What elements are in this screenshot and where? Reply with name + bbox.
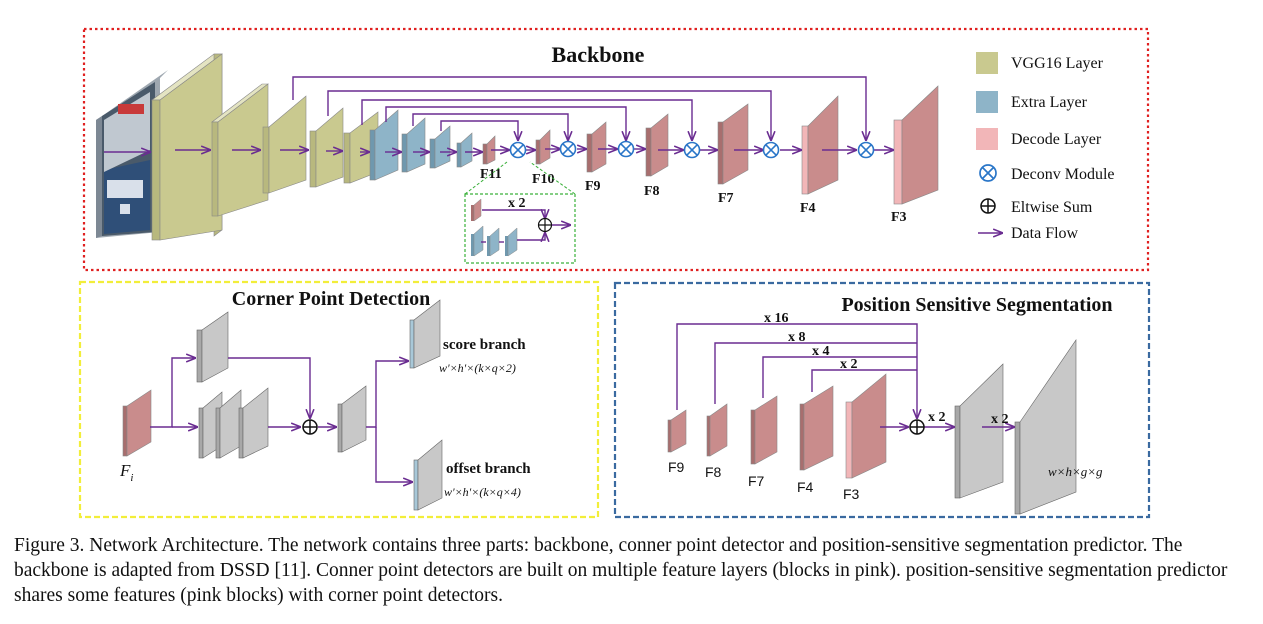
pss-upsample-block-1	[954, 363, 1004, 499]
pss-f7-block	[750, 395, 778, 465]
corner-upper-block	[196, 311, 229, 383]
corner-panel-border	[78, 280, 600, 519]
pss-title: Position Sensitive Segmentation	[841, 294, 1112, 316]
pss-panel-border	[613, 281, 1151, 519]
legend-label-deconv: Deconv Module	[1011, 166, 1115, 183]
pss-upsample-label-2: x 2	[991, 412, 1009, 427]
pss-f8-block	[706, 403, 728, 457]
deconv-module-icon	[762, 141, 780, 159]
eltwise-sum-icon	[980, 198, 996, 214]
pss-multiplier-x16: x 16	[764, 311, 789, 326]
vgg-block-4	[309, 107, 344, 188]
label-f7: F7	[718, 191, 734, 206]
label-f9: F9	[585, 179, 601, 194]
score-branch-formula: w'×h'×(k×q×2)	[439, 361, 516, 375]
score-branch-label: score branch	[443, 337, 526, 353]
deconv-module-icon	[857, 141, 875, 159]
deconv-module-icon	[979, 164, 997, 182]
score-branch-block	[409, 299, 441, 369]
pss-output-formula: w×h×g×g	[1048, 464, 1103, 479]
f10-block	[535, 129, 551, 165]
legend-label-dataflow: Data Flow	[1011, 225, 1079, 242]
pss-label-f3: F3	[843, 486, 860, 502]
eltwise-sum-icon	[909, 419, 925, 435]
pss-label-f7: F7	[748, 473, 765, 489]
corner-input-label: Fi	[119, 461, 133, 484]
corner-title: Corner Point Detection	[232, 288, 430, 310]
pss-upsample-label-1: x 2	[928, 410, 946, 425]
deconv-modules	[509, 140, 875, 159]
label-f3: F3	[891, 210, 907, 225]
extra-layer-swatch	[976, 91, 998, 113]
legend-label-extra: Extra Layer	[1011, 94, 1088, 111]
deconv-module-icon	[683, 141, 701, 159]
pss-label-f9: F9	[668, 459, 685, 475]
deconv-module-icon	[559, 140, 577, 158]
vgg-block-1	[151, 53, 223, 241]
deconv-inset-callout: x 2	[464, 161, 576, 264]
extra-block-4	[456, 132, 473, 168]
legend-label-decode: Decode Layer	[1011, 131, 1102, 148]
label-f8: F8	[644, 184, 660, 199]
pss-f4-block	[799, 385, 834, 471]
legend-label-eltwise: Eltwise Sum	[1011, 199, 1093, 216]
corner-lower-blocks	[198, 387, 269, 459]
network-architecture-diagram: Backbone	[78, 27, 1151, 519]
pss-output-block	[1014, 339, 1077, 515]
inset-multiplier-label: x 2	[508, 196, 526, 211]
pss-multiplier-x8: x 8	[788, 330, 806, 345]
corner-input-block	[122, 389, 152, 457]
pss-label-f4: F4	[797, 479, 814, 495]
decode-layer-swatch	[976, 128, 998, 150]
f9-block	[586, 121, 607, 173]
deconv-module-icon	[617, 140, 635, 158]
f3-block	[893, 85, 939, 205]
f7-block	[717, 103, 749, 185]
offset-branch-formula: w'×h'×(k×q×4)	[444, 485, 521, 499]
vgg-block-3	[262, 95, 307, 194]
input-image	[96, 70, 168, 238]
legend: VGG16 Layer Extra Layer Decode Layer Dec…	[976, 52, 1115, 242]
backbone-panel-border	[82, 27, 1150, 272]
backbone-title: Backbone	[552, 42, 645, 67]
corner-merged-block	[337, 385, 367, 453]
pss-multiplier-x2: x 2	[840, 357, 858, 372]
offset-branch-block	[413, 439, 443, 511]
backbone-skip-connections	[292, 76, 866, 140]
legend-label-vgg16: VGG16 Layer	[1011, 55, 1104, 72]
eltwise-sum-icon	[302, 419, 318, 435]
pss-arrows	[676, 323, 1014, 427]
pss-f3-block	[845, 373, 887, 479]
pss-label-f8: F8	[705, 464, 722, 480]
corner-arrows	[150, 358, 412, 482]
pss-multiplier-x4: x 4	[812, 344, 830, 359]
figure-caption: Figure 3. Network Architecture. The netw…	[14, 535, 1228, 606]
extra-block-3	[429, 125, 451, 169]
extra-block-2	[401, 117, 426, 173]
f4-block	[801, 95, 839, 195]
extra-block-1	[369, 109, 399, 181]
label-f10: F10	[532, 172, 555, 187]
deconv-module-icon	[509, 141, 527, 159]
f8-block	[645, 113, 669, 177]
offset-branch-label: offset branch	[446, 461, 531, 477]
vgg16-layer-swatch	[976, 52, 998, 74]
label-f4: F4	[800, 201, 816, 216]
backbone-forward-arrows	[104, 149, 893, 152]
pss-f9-block	[667, 409, 687, 453]
